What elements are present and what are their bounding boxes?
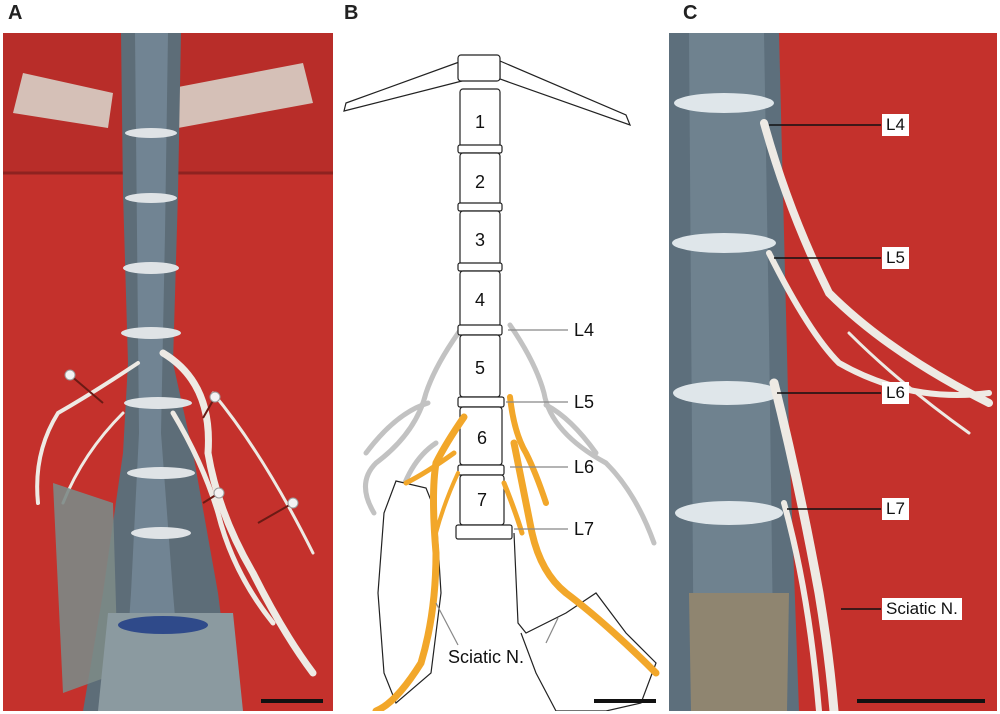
- panel-b-letter: B: [344, 2, 359, 24]
- panel-c-label-l5: L5: [882, 247, 909, 269]
- vertebra-number-5: 5: [475, 358, 485, 378]
- panel-c-scale-bar: [857, 699, 985, 703]
- panel-c-photo: [669, 33, 997, 711]
- vertebra-number-4: 4: [475, 290, 485, 310]
- vertebra-number-7: 7: [477, 490, 487, 510]
- panel-c-letter: C: [683, 2, 698, 24]
- panel-c-label-sciatic: Sciatic N.: [882, 598, 962, 620]
- vertebral-column: [455, 54, 513, 540]
- panel-c-leader-lines: [769, 124, 881, 610]
- panel-b-diagram: 1 2 3 4 5 6 7 L4 L5 L6 L7 Sciatic N.: [336, 33, 666, 711]
- grey-nerves: [363, 322, 657, 546]
- sciatic-nerve-paths: [372, 394, 660, 711]
- vertebra-number-2: 2: [475, 172, 485, 192]
- panel-b-leader-lines: [435, 329, 568, 646]
- panel-b-label-l5: L5: [574, 392, 594, 412]
- vertebra-number-6: 6: [477, 428, 487, 448]
- vertebra-number-1: 1: [475, 112, 485, 132]
- panel-c-label-l6: L6: [882, 382, 909, 404]
- panel-a-letter: A: [8, 2, 23, 24]
- panel-b-label-l4: L4: [574, 320, 594, 340]
- panel-b-label-l7: L7: [574, 519, 594, 539]
- panel-c-label-l4: L4: [882, 114, 909, 136]
- panel-c-label-l7: L7: [882, 498, 909, 520]
- vertebra-number-3: 3: [475, 230, 485, 250]
- panel-a-scale-bar: [261, 699, 323, 703]
- panel-b-label-l6: L6: [574, 457, 594, 477]
- panel-a-photo: [3, 33, 333, 711]
- panel-b-scale-bar: [594, 699, 656, 703]
- panel-b-sciatic-label: Sciatic N.: [448, 647, 524, 667]
